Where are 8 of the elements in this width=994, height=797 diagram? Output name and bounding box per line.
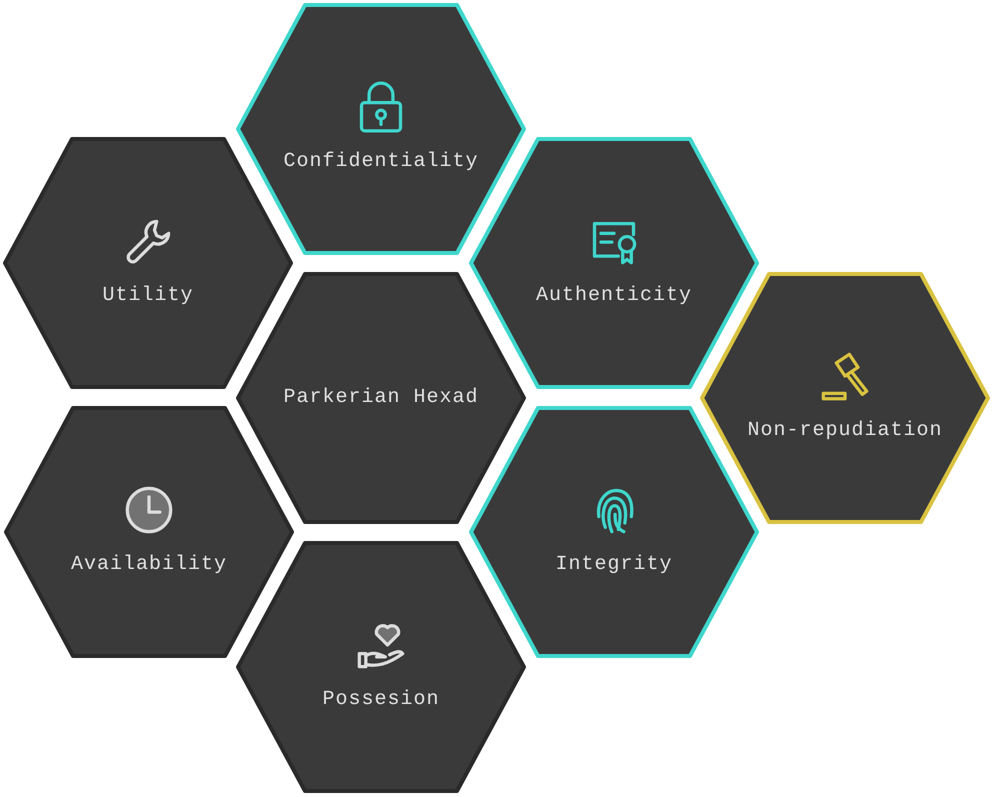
tile-label: Utility bbox=[102, 283, 194, 309]
tile-label: Parkerian Hexad bbox=[283, 385, 479, 411]
tile-label: Availability bbox=[70, 552, 228, 578]
tile-label: Confidentiality bbox=[283, 149, 479, 175]
tile-label: Integrity bbox=[555, 552, 673, 578]
tile-label: Non-repudiation bbox=[747, 418, 943, 444]
tile-label: Possesion bbox=[322, 687, 440, 713]
tile-label: Authenticity bbox=[536, 283, 692, 309]
